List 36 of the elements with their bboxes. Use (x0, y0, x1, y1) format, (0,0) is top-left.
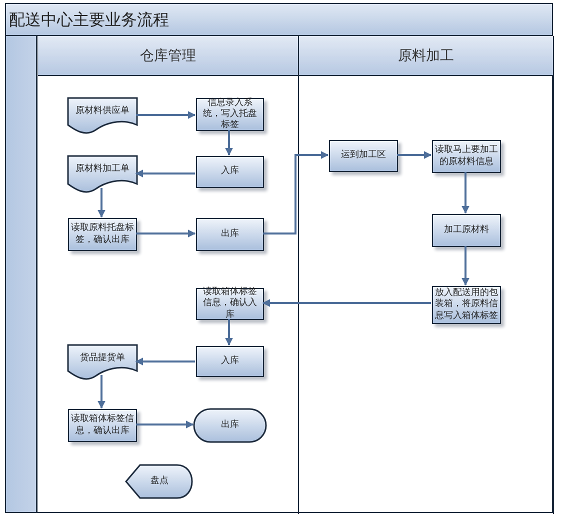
document-shape: 原材料加工单 (68, 156, 137, 193)
process-box: 运到加工区 (329, 140, 398, 172)
arrow (262, 299, 431, 307)
pool-frame (5, 3, 553, 513)
process-box: 出库 (196, 218, 264, 251)
arrow (462, 246, 470, 286)
arrow (136, 111, 196, 119)
arrow (397, 151, 432, 159)
arrow (136, 230, 196, 238)
arrow (136, 420, 194, 428)
process-box: 入库 (196, 346, 264, 377)
document-shape: 原材料供应单 (68, 98, 137, 134)
process-box: 放入配送用的包装箱，将原料信息写入箱体标签 (432, 286, 501, 324)
process-box: 入库 (196, 156, 264, 188)
pool-title: 配送中心主要业务流程 (6, 4, 552, 36)
process-box: 读取原料托盘标签，确认出库 (68, 218, 137, 251)
arrow (98, 375, 106, 409)
lane-header: 仓库管理 (38, 36, 298, 76)
arrow (225, 319, 233, 346)
arrow (263, 151, 329, 234)
arrow (135, 358, 195, 366)
lane-header: 原料加工 (299, 36, 553, 76)
process-box: 加工原材料 (432, 214, 501, 247)
process-box: 读取马上要加工的原材料信息 (432, 140, 501, 173)
arrow (462, 172, 470, 214)
swimlane (38, 36, 299, 514)
arrow (135, 170, 195, 178)
display-shape: 盘点 (126, 465, 193, 498)
swimlane (299, 36, 554, 514)
process-box: 信息录入系统，写入托盘标签 (196, 98, 264, 131)
arrow (225, 130, 233, 156)
document-shape: 货品提货单 (68, 345, 137, 380)
process-box: 读取箱体标签信息，确认入库 (196, 288, 264, 320)
terminator-shape: 出库 (194, 409, 266, 442)
arrow (98, 188, 106, 218)
process-box: 读取箱体标签信息，确认出库 (68, 409, 137, 442)
